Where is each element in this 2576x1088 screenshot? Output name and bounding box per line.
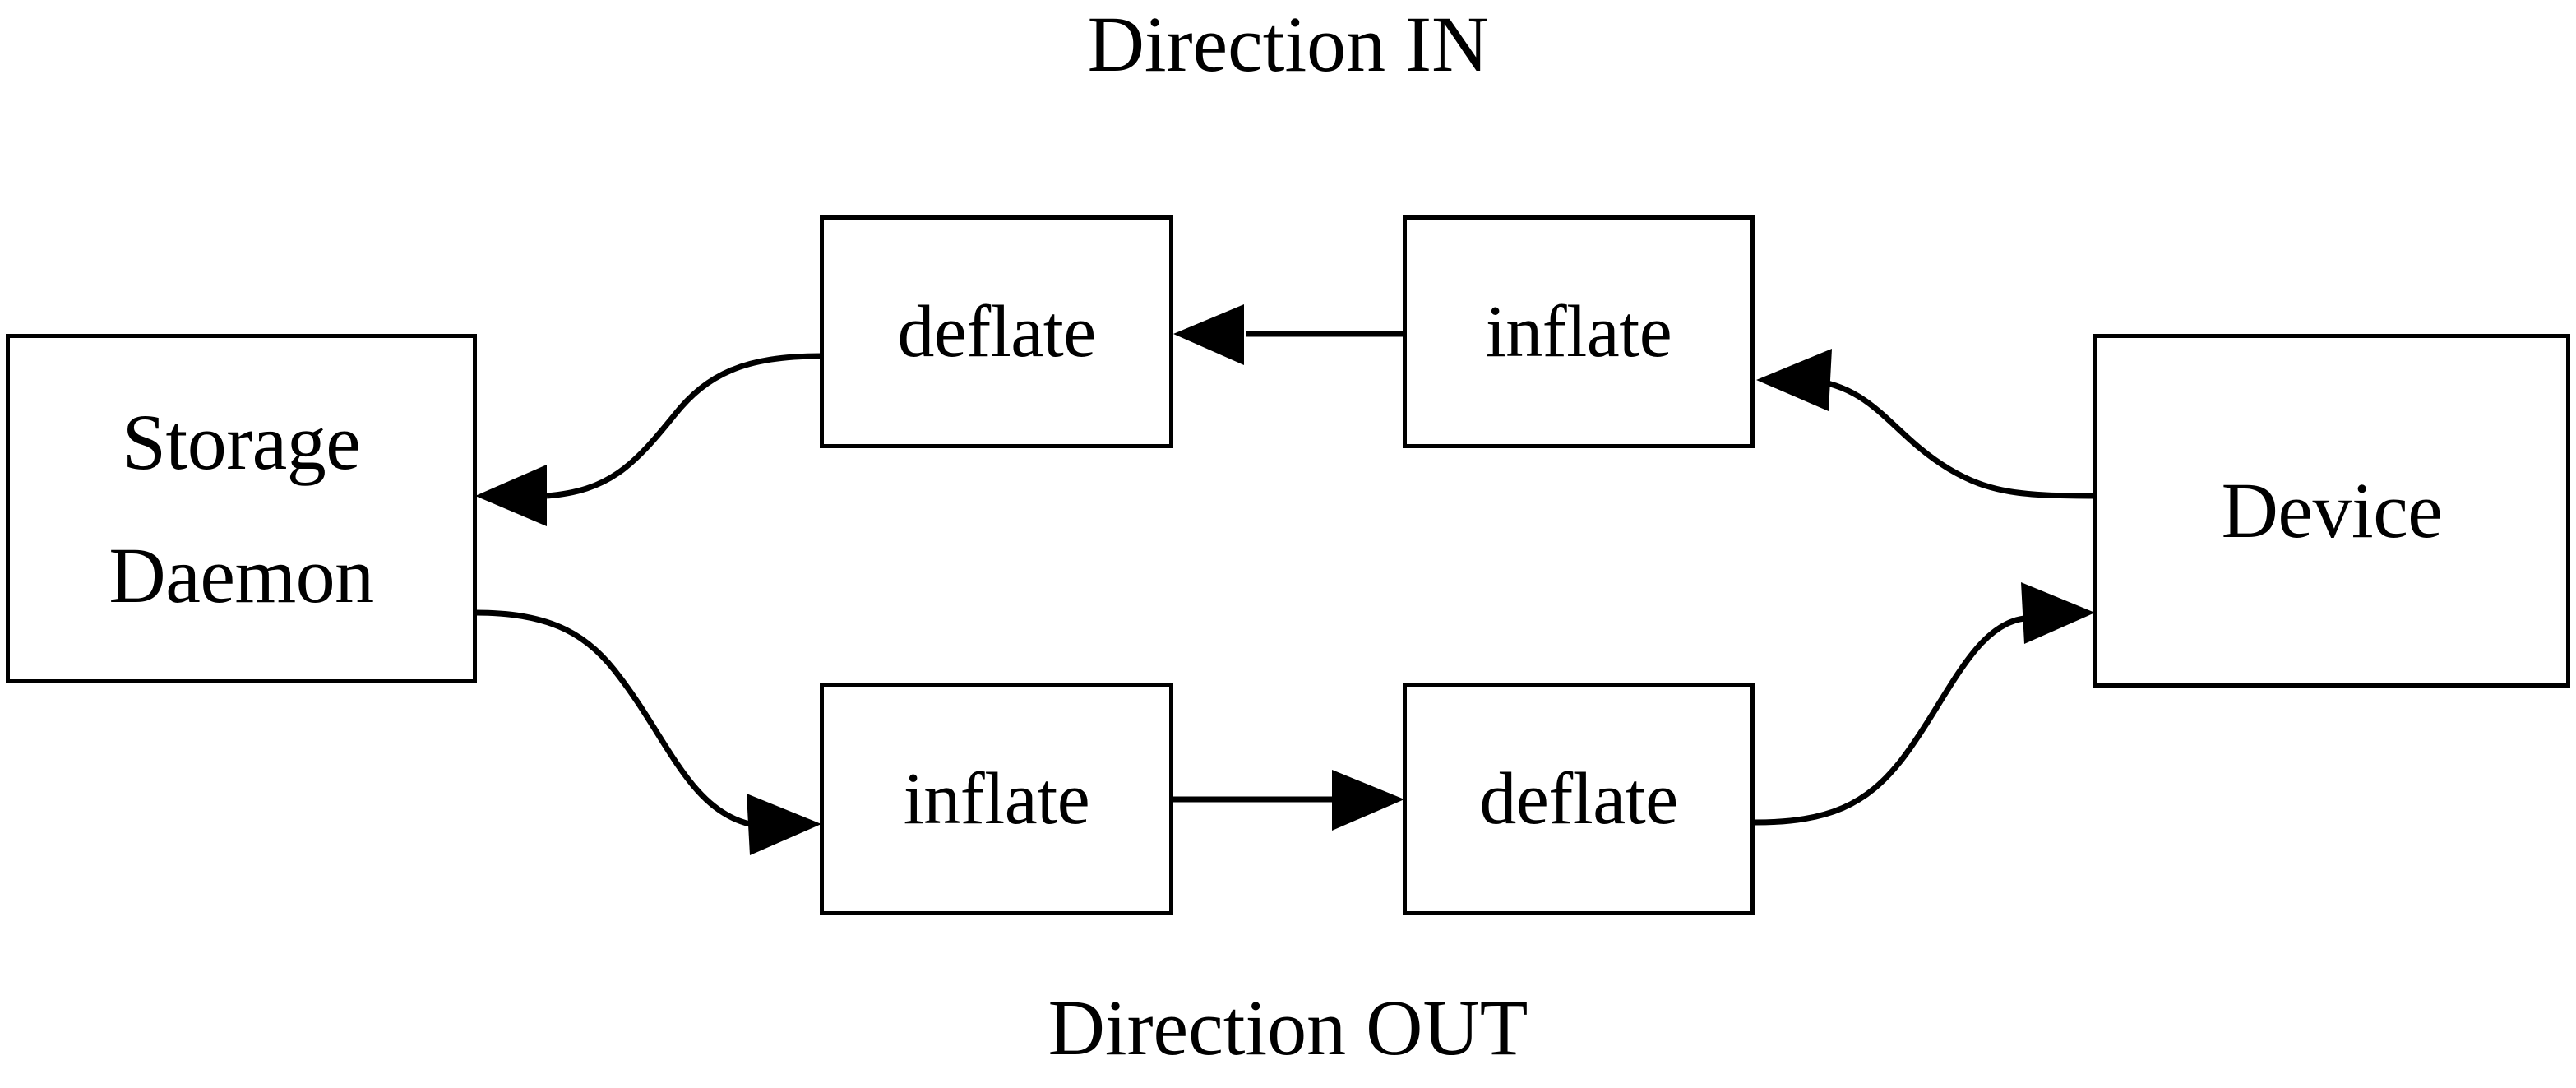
- node-storage-daemon-label-line-2: Daemon: [109, 530, 374, 619]
- node-device-label: Device: [2221, 466, 2443, 554]
- node-deflate-out[interactable]: deflate: [1403, 683, 1755, 915]
- node-deflate-in[interactable]: deflate: [820, 215, 1173, 448]
- edge-inflate-in-to-deflate-in: [1173, 304, 1404, 365]
- node-inflate-out[interactable]: inflate: [820, 683, 1173, 915]
- node-inflate-in-label: inflate: [1485, 290, 1672, 373]
- edge-deflate-out-to-device: [1754, 582, 2095, 826]
- node-storage-daemon[interactable]: Storage Daemon: [6, 334, 477, 683]
- edge-inflate-out-to-deflate-out: [1172, 770, 1404, 831]
- node-inflate-in[interactable]: inflate: [1403, 215, 1755, 448]
- direction-out-caption: Direction OUT: [1048, 984, 1528, 1072]
- node-inflate-out-label: inflate: [903, 757, 1090, 840]
- node-storage-daemon-label-line-1: Storage: [122, 397, 361, 486]
- node-deflate-out-label: deflate: [1479, 757, 1678, 840]
- direction-in-caption: Direction IN: [1087, 0, 1489, 88]
- edge-storage-daemon-to-inflate-out: [474, 609, 821, 855]
- node-deflate-in-label: deflate: [897, 290, 1096, 373]
- edge-device-to-inflate-in: [1756, 349, 2096, 499]
- node-device[interactable]: Device: [2093, 334, 2570, 688]
- edge-deflate-in-to-storage-daemon: [475, 353, 822, 526]
